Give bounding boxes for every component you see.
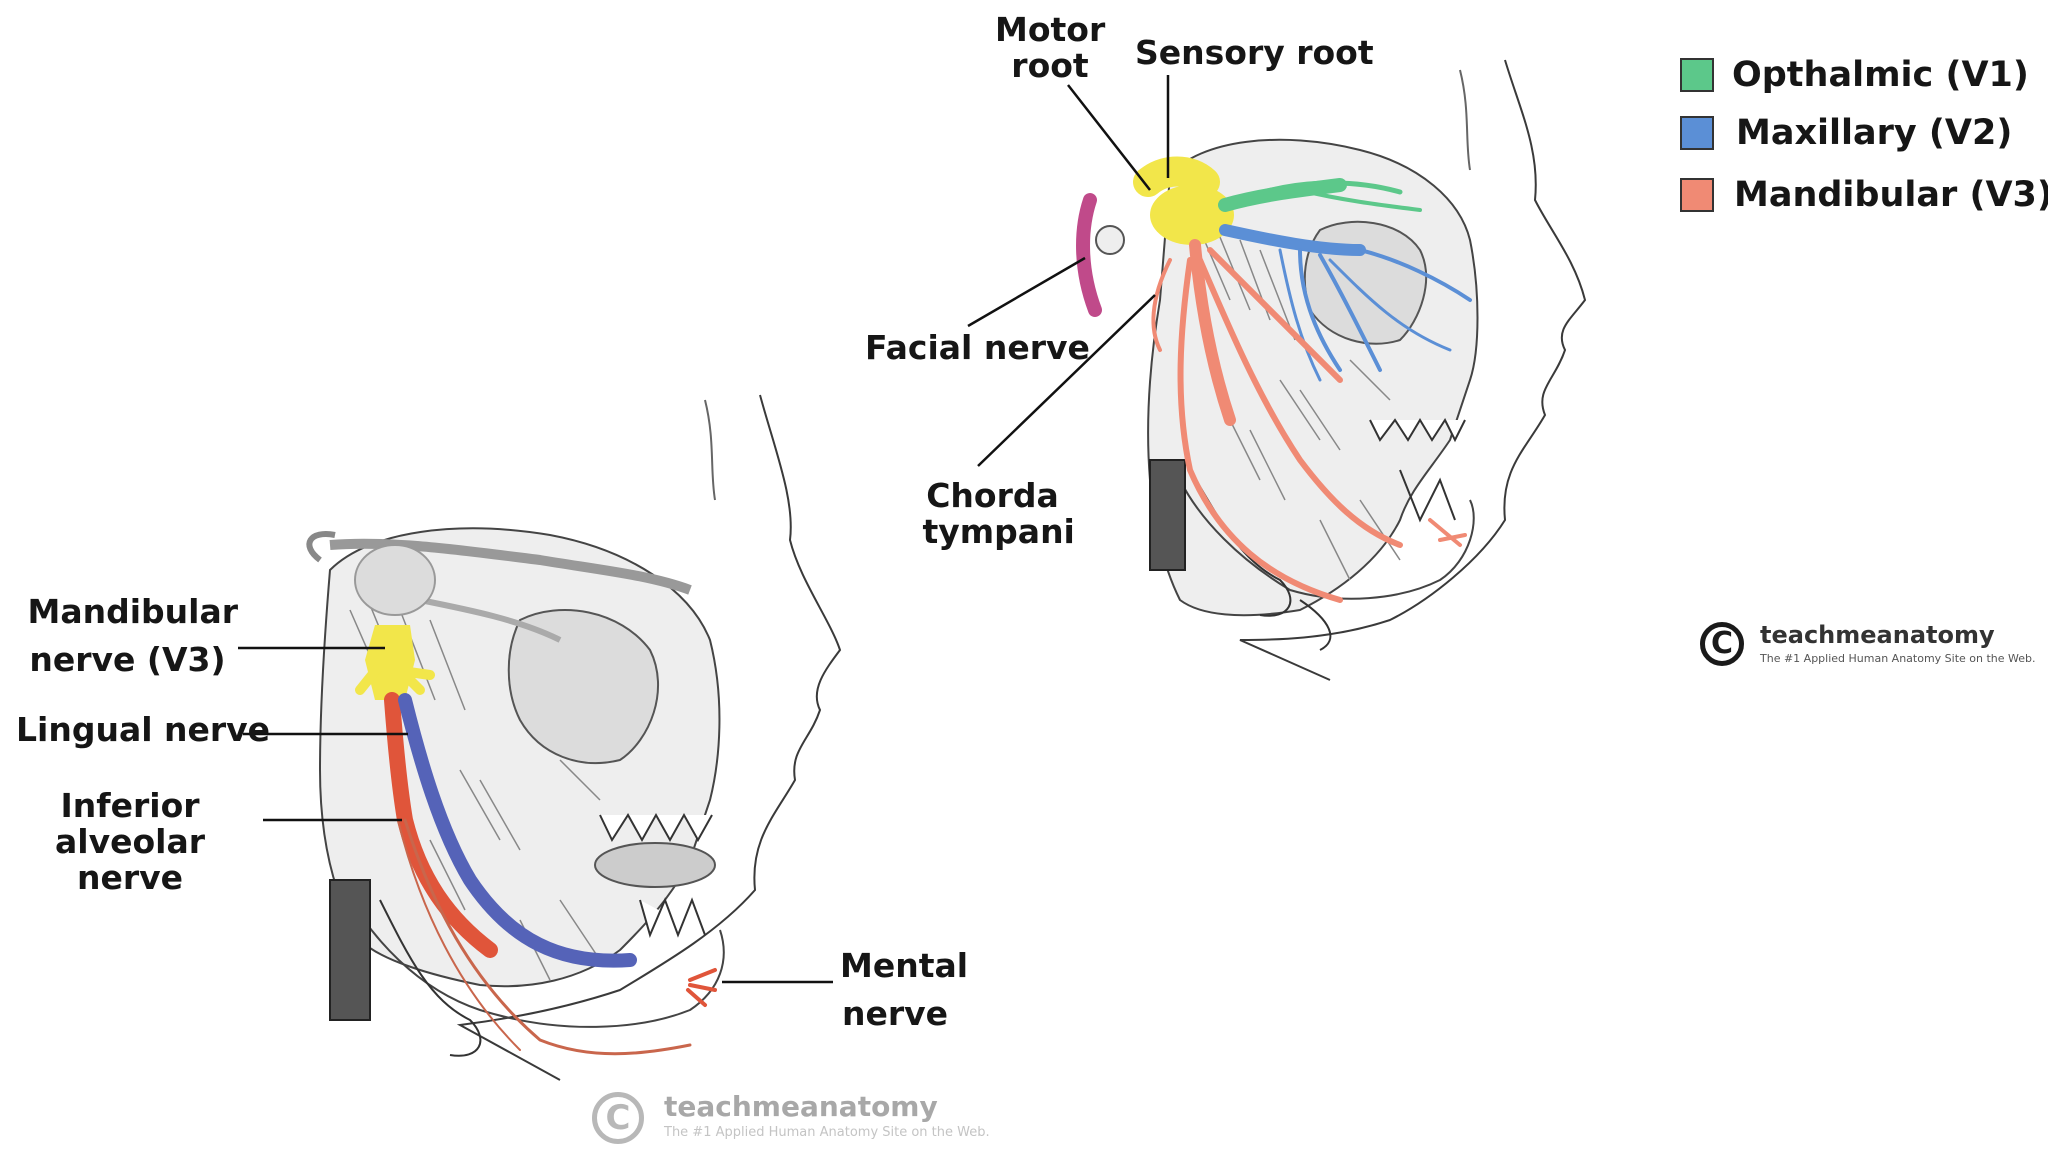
facial-nerve-leader [967,256,1086,328]
legend-label-v3: Mandibular (V3) [1734,175,2048,215]
trigeminal-ganglion [1150,185,1234,245]
watermark-title: teachmeanatomy [1760,621,1995,649]
copyright-icon: C [1700,622,1744,666]
motor-root-leader [1067,84,1151,191]
facial-nerve-label: Facial nerve [865,328,1090,367]
inferior-alveolar-text: Inferior alveolar nerve [55,786,205,897]
copyright-icon: C [592,1092,644,1144]
motor-root-label: Motor root [985,12,1115,84]
bottom-nerve-overlay [355,625,717,1056]
mental-nerve-label: Mental nerve [830,942,969,1038]
chorda-tympani-leader [977,294,1156,467]
watermark-title: teachmeanatomy [664,1090,938,1123]
mental-nerve-text: Mental nerve [840,946,969,1033]
legend-label-v1: Opthalmic (V1) [1732,55,2029,95]
legend-swatch-v3 [1680,178,1714,212]
motor-root-text: Motor root [995,10,1106,85]
legend-label-v2: Maxillary (V2) [1736,113,2013,153]
top-nerve-overlay [1076,156,1472,603]
mandibular-nerve-label: Mandibular nerve (V3) [15,588,240,684]
inferior-alveolar-label: Inferior alveolar nerve [0,788,260,896]
chorda-tympani-label: Chorda tympani [910,478,1075,550]
watermark-subtitle: The #1 Applied Human Anatomy Site on the… [1760,652,2036,665]
legend-swatch-v2 [1680,116,1714,150]
lingual-nerve-label: Lingual nerve [16,710,271,749]
chorda-tympani-text: Chorda tympani [922,476,1075,551]
leader-lines [238,75,1170,984]
mandibular-nerve-text: Mandibular nerve (V3) [27,592,239,679]
watermark-subtitle: The #1 Applied Human Anatomy Site on the… [664,1125,990,1140]
sensory-root-label: Sensory root [1135,33,1374,72]
legend-swatch-v1 [1680,58,1714,92]
